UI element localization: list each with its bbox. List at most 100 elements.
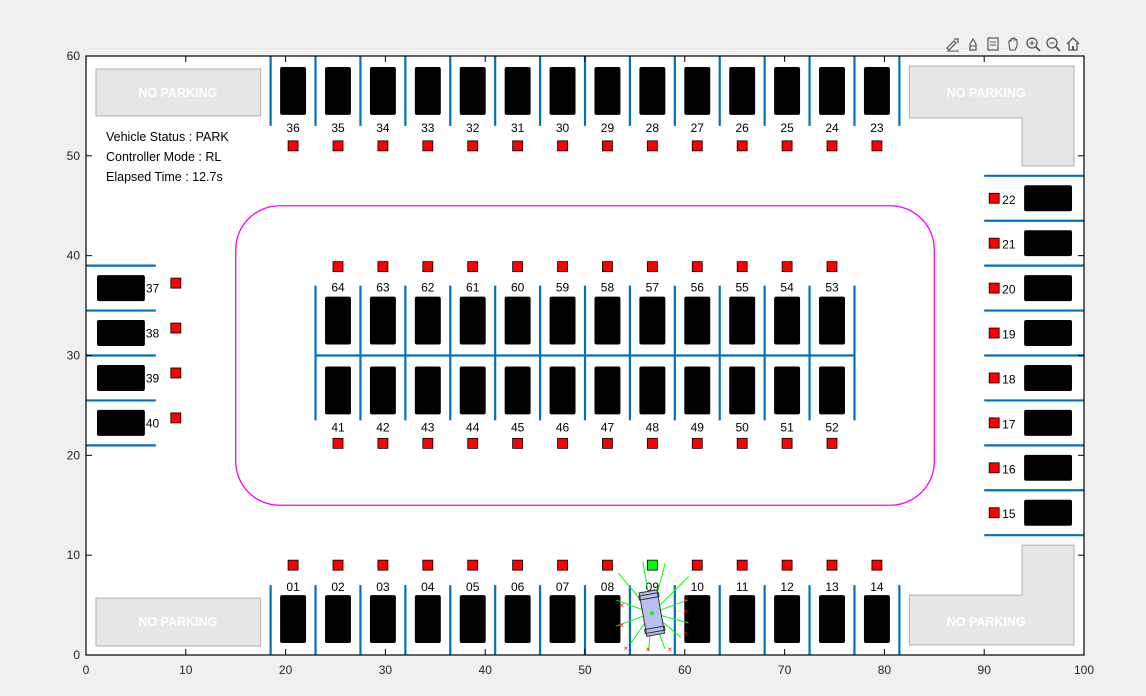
parked-car-46 bbox=[549, 366, 576, 415]
parked-car-07 bbox=[549, 595, 576, 644]
no-parking-bottom-right-label: NO PARKING bbox=[947, 615, 1026, 629]
spot-label-22: 22 bbox=[1002, 193, 1016, 207]
spot-label-29: 29 bbox=[601, 121, 615, 135]
spot-marker-56 bbox=[691, 261, 703, 273]
spot-marker-07 bbox=[557, 559, 568, 571]
spot-label-06: 06 bbox=[511, 580, 525, 594]
vehicle-axle bbox=[638, 592, 660, 601]
spot-label-04: 04 bbox=[421, 580, 435, 594]
spot-label-08: 08 bbox=[601, 580, 615, 594]
parked-car-51 bbox=[774, 366, 801, 415]
spot-marker-12 bbox=[781, 559, 793, 571]
y-tick-label: 30 bbox=[67, 349, 81, 363]
spot-label-58: 58 bbox=[601, 281, 615, 295]
spot-label-39: 39 bbox=[146, 371, 160, 385]
spot-label-49: 49 bbox=[691, 420, 705, 434]
sensor-hit: × bbox=[620, 601, 625, 610]
spot-marker-23 bbox=[871, 140, 883, 152]
spot-marker-42 bbox=[377, 437, 389, 449]
spot-marker-62 bbox=[422, 261, 434, 273]
spot-label-11: 11 bbox=[736, 580, 749, 594]
parked-car-40 bbox=[96, 409, 145, 436]
spot-label-35: 35 bbox=[331, 121, 345, 135]
spot-label-45: 45 bbox=[511, 420, 525, 434]
y-tick-label: 20 bbox=[67, 448, 81, 462]
spot-label-38: 38 bbox=[146, 327, 160, 341]
spot-label-17: 17 bbox=[1002, 417, 1016, 431]
axes-toolbar bbox=[944, 34, 1082, 54]
spot-marker-16 bbox=[988, 462, 1000, 474]
no-parking-bottom-left-label: NO PARKING bbox=[138, 615, 217, 629]
parked-car-17 bbox=[1024, 409, 1073, 436]
y-tick-label: 50 bbox=[67, 149, 81, 163]
no-parking-top-left-label: NO PARKING bbox=[138, 86, 217, 100]
zoom-in-icon[interactable] bbox=[1024, 35, 1042, 53]
spot-label-50: 50 bbox=[736, 420, 750, 434]
spot-marker-54 bbox=[781, 261, 793, 273]
parked-car-20 bbox=[1024, 275, 1073, 302]
parked-car-10 bbox=[684, 595, 711, 644]
export-icon[interactable] bbox=[944, 35, 962, 53]
parked-car-19 bbox=[1024, 320, 1073, 347]
parked-car-36 bbox=[280, 66, 307, 115]
y-tick-label: 40 bbox=[67, 249, 81, 263]
status-panel: Vehicle Status : PARK Controller Mode : … bbox=[106, 130, 229, 184]
parked-car-44 bbox=[459, 366, 486, 415]
loop-path bbox=[235, 205, 935, 506]
spot-marker-05 bbox=[467, 559, 479, 571]
sensor-hit: × bbox=[668, 645, 673, 654]
parked-car-63 bbox=[369, 296, 396, 345]
spot-marker-47 bbox=[602, 437, 613, 449]
spot-marker-44 bbox=[467, 437, 479, 449]
home-icon[interactable] bbox=[1064, 35, 1082, 53]
vehicle-status-text: Vehicle Status : PARK bbox=[106, 130, 229, 144]
spot-label-47: 47 bbox=[601, 420, 615, 434]
brush-icon[interactable] bbox=[964, 35, 982, 53]
spot-marker-25 bbox=[781, 140, 793, 152]
pan-icon[interactable] bbox=[1004, 35, 1022, 53]
parked-car-64 bbox=[325, 296, 351, 345]
spot-marker-10 bbox=[691, 559, 703, 571]
parked-car-60 bbox=[504, 296, 531, 345]
spot-label-36: 36 bbox=[286, 121, 300, 135]
spot-label-64: 64 bbox=[331, 281, 345, 295]
vehicle-center bbox=[649, 611, 654, 616]
spot-marker-61 bbox=[467, 261, 479, 273]
x-tick-label: 70 bbox=[778, 663, 792, 677]
spot-label-34: 34 bbox=[376, 121, 390, 135]
datatip-icon[interactable] bbox=[984, 35, 1002, 53]
parked-car-53 bbox=[819, 296, 845, 345]
parked-car-37 bbox=[96, 275, 145, 302]
spot-marker-18 bbox=[988, 372, 1000, 384]
spot-label-21: 21 bbox=[1002, 238, 1016, 252]
no-parking-bottom-left bbox=[95, 597, 262, 647]
spot-label-14: 14 bbox=[870, 580, 884, 594]
parked-car-16 bbox=[1024, 454, 1073, 481]
parked-car-01 bbox=[280, 595, 307, 644]
spot-label-37: 37 bbox=[146, 282, 160, 296]
parked-car-22 bbox=[1024, 185, 1073, 212]
parked-car-23 bbox=[863, 66, 890, 115]
spot-marker-15 bbox=[988, 507, 1000, 519]
spot-label-44: 44 bbox=[466, 420, 480, 434]
spot-label-01: 01 bbox=[286, 580, 300, 594]
spot-marker-63 bbox=[377, 261, 389, 273]
spot-marker-08 bbox=[602, 559, 613, 571]
parked-car-61 bbox=[459, 296, 486, 345]
elapsed-time-text: Elapsed Time : 12.7s bbox=[106, 170, 223, 184]
spot-marker-55 bbox=[736, 261, 748, 273]
spot-label-32: 32 bbox=[466, 121, 480, 135]
zoom-out-icon[interactable] bbox=[1044, 35, 1062, 53]
spot-marker-04 bbox=[422, 559, 434, 571]
spot-marker-38 bbox=[170, 322, 182, 334]
parked-car-52 bbox=[819, 366, 845, 415]
spot-label-54: 54 bbox=[780, 281, 794, 295]
spot-marker-09 bbox=[646, 559, 658, 571]
spot-label-18: 18 bbox=[1002, 372, 1016, 386]
spot-marker-20 bbox=[988, 282, 1000, 294]
spot-marker-27 bbox=[691, 140, 703, 152]
parked-car-02 bbox=[325, 595, 351, 644]
parked-car-28 bbox=[639, 66, 666, 115]
parked-car-24 bbox=[819, 66, 845, 115]
